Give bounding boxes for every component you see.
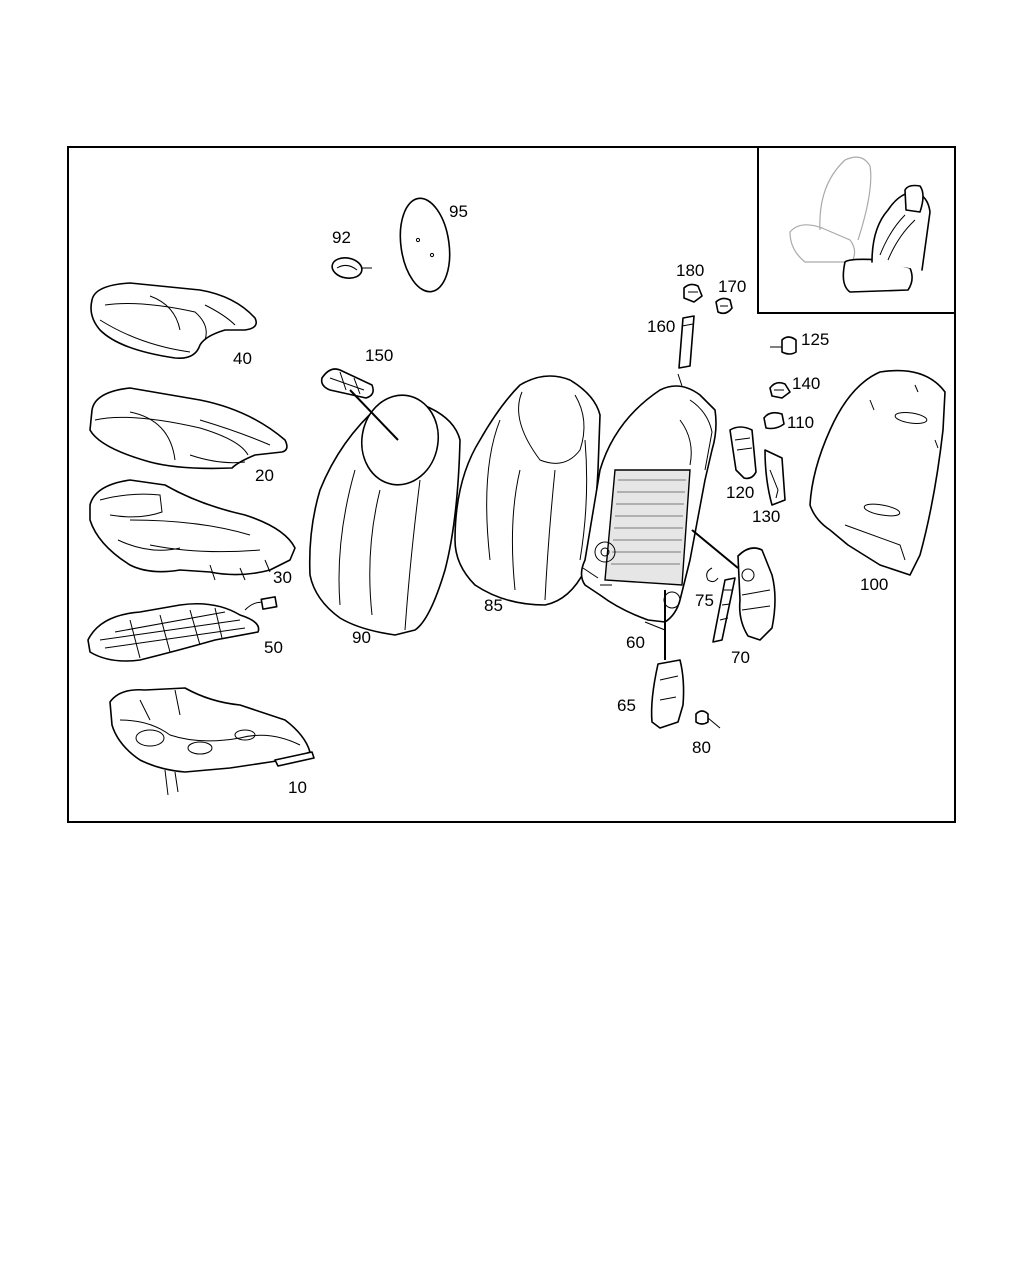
callout-label: 10: [288, 778, 307, 797]
part-110-cover: [763, 411, 785, 430]
callout-label: 140: [792, 374, 820, 393]
part-30-foam-carrier: [89, 479, 296, 581]
callout-label: 65: [617, 696, 636, 715]
callout-label: 40: [233, 349, 252, 368]
callout-label: 150: [365, 346, 393, 365]
part-40-cushion-cover: [90, 282, 258, 360]
part-170-cap: [715, 297, 733, 315]
callout-label: 92: [332, 228, 351, 247]
inset-frame: [757, 147, 955, 314]
part-20-cushion: [89, 387, 288, 470]
part-120-lever: [729, 426, 757, 480]
part-95-round-pad: [399, 197, 451, 293]
callout-label: 170: [718, 277, 746, 296]
callout-label: 50: [264, 638, 283, 657]
callout-label: 80: [692, 738, 711, 757]
part-160-headrest-guide: [677, 315, 695, 387]
part-70-fastener: [695, 710, 721, 729]
part-75-recliner: [712, 547, 776, 643]
part-92-emblem: [331, 257, 372, 279]
part-125-screw: [770, 336, 797, 355]
callout-label: 130: [752, 507, 780, 526]
part-150-badge: [320, 368, 374, 399]
part-130-trim: [764, 449, 786, 506]
callout-label: 180: [676, 261, 704, 280]
part-65-side-cover: [650, 659, 685, 729]
diagram-frame: [67, 146, 956, 823]
part-100-rear-panel: [809, 369, 946, 576]
leader-150: [349, 389, 399, 441]
part-80-clip: [706, 567, 719, 583]
callout-label: 85: [484, 596, 503, 615]
seat-overview-inset: [789, 156, 931, 293]
callout-label: 20: [255, 466, 274, 485]
callout-label: 95: [449, 202, 468, 221]
callout-label: 90: [352, 628, 371, 647]
part-140-knob: [769, 381, 791, 399]
callout-label: 60: [626, 633, 645, 652]
callout-label: 75: [695, 591, 714, 610]
callout-label: 100: [860, 575, 888, 594]
part-50-heater-mat: [87, 596, 278, 662]
callout-label: 125: [801, 330, 829, 349]
part-10-seat-frame: [109, 687, 315, 796]
callout-label: 110: [787, 413, 814, 432]
callout-label: 30: [273, 568, 292, 587]
part-180-cap: [683, 283, 703, 303]
part-60-backrest-frame: [580, 385, 717, 631]
callout-label: 160: [647, 317, 675, 336]
leader-75: [691, 529, 739, 569]
part-85-backrest-foam: [454, 375, 601, 606]
callout-label: 70: [731, 648, 750, 667]
part-90-backrest-cover: [308, 394, 461, 636]
callout-label: 120: [726, 483, 754, 502]
